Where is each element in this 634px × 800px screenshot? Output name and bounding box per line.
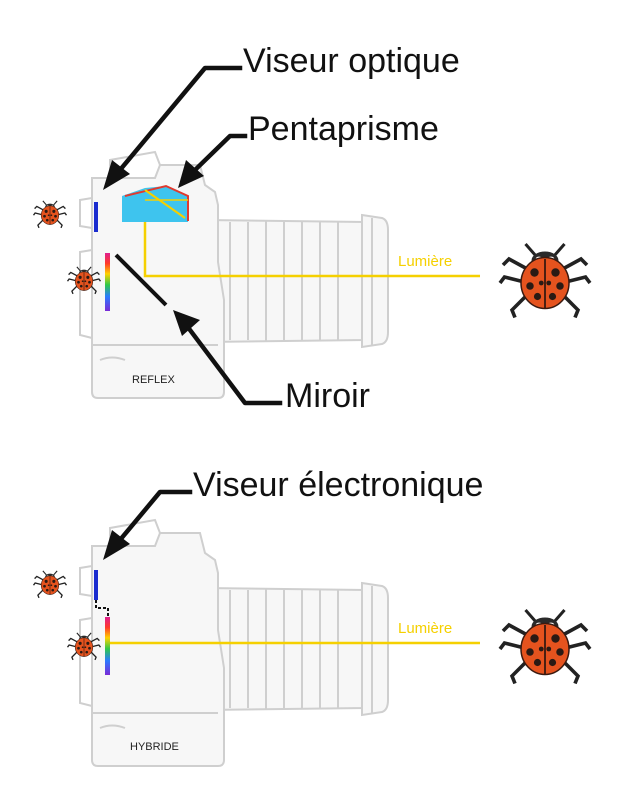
reflex-light-label: Lumière: [398, 253, 452, 270]
ladybug-icon: [32, 570, 68, 599]
hybrid-viewfinder-bar: [94, 570, 98, 600]
reflex-diagram: Viseur optique Pentaprisme Miroir REFLEX…: [32, 42, 592, 415]
reflex-sensor: [105, 253, 110, 311]
viewfinder-electronic-label: Viseur électronique: [193, 466, 483, 504]
ladybug-icon: [498, 242, 592, 320]
arrow-icon: [178, 133, 248, 188]
viewfinder-optical-label: Viseur optique: [243, 42, 460, 80]
pentaprism: [122, 186, 188, 222]
pentaprism-label: Pentaprisme: [248, 110, 439, 148]
hybrid-light-label: Lumière: [398, 620, 452, 637]
ladybug-icon: [32, 200, 68, 229]
ladybug-icon: [498, 608, 592, 686]
arrow-icon: [173, 310, 283, 406]
arrow-icon: [103, 65, 243, 190]
reflex-viewfinder-bar: [94, 202, 98, 232]
reflex-camera-label: REFLEX: [132, 374, 175, 386]
hybrid-sensor: [105, 617, 110, 675]
mirror-label: Miroir: [285, 377, 370, 415]
hybrid-diagram: Viseur électronique HYBRIDE Lumière: [32, 466, 592, 767]
arrow-icon: [103, 489, 193, 560]
hybrid-camera-label: HYBRIDE: [130, 741, 179, 753]
reflex-mirror: [114, 253, 168, 307]
